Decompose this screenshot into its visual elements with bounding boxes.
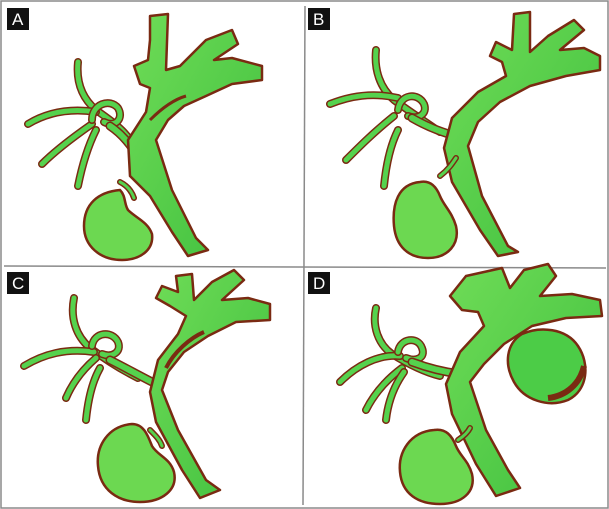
- panel-c-label: C: [12, 274, 24, 293]
- panel-d-label: D: [313, 274, 325, 293]
- panel-a-label: A: [12, 10, 24, 29]
- panel-b-label: B: [313, 10, 324, 29]
